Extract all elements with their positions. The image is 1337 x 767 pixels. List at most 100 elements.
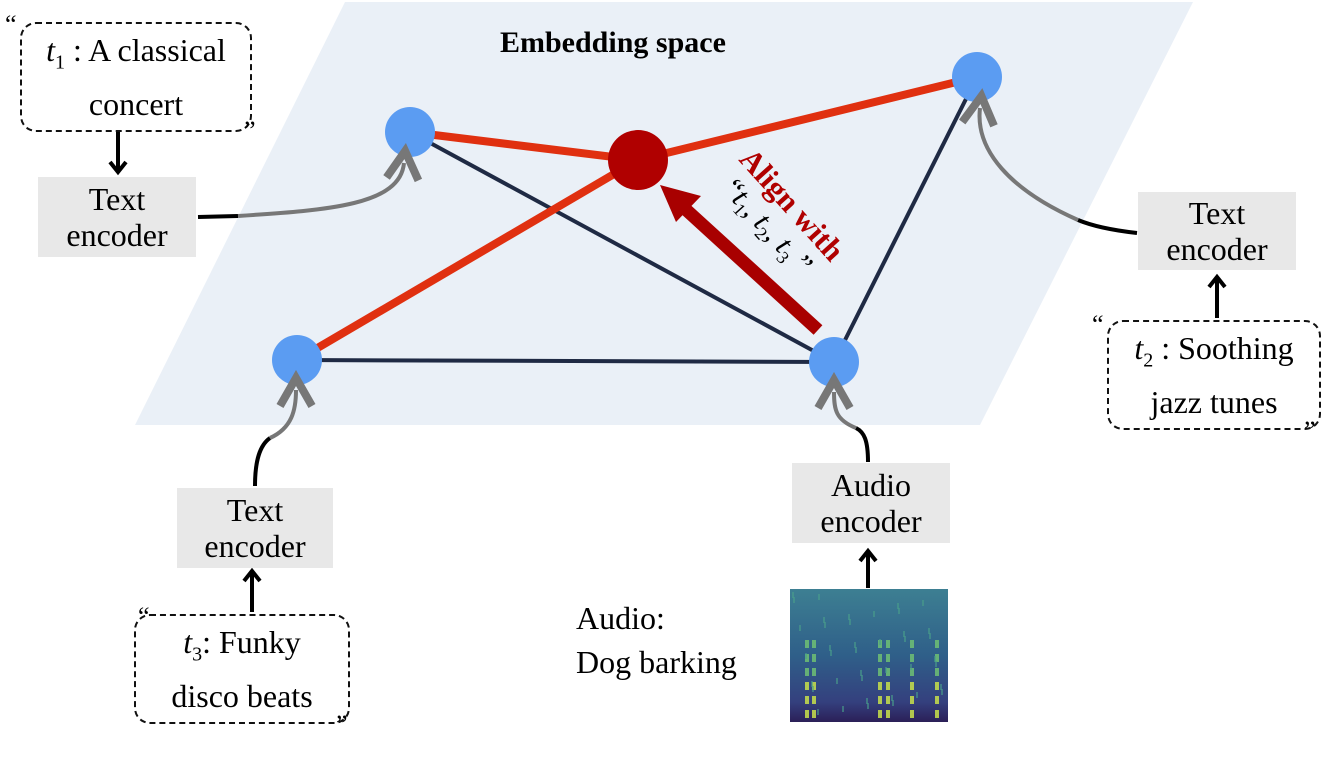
caption-t3: t3: Funky disco beats bbox=[134, 614, 350, 724]
caption-t1-open-quote: “ bbox=[5, 10, 17, 39]
spectrogram-streak bbox=[886, 682, 890, 690]
spectrogram-streak bbox=[910, 682, 914, 690]
spectrogram-streak bbox=[878, 696, 882, 704]
spectrogram-streak bbox=[886, 696, 890, 704]
spectrogram-speckle bbox=[940, 684, 942, 690]
text-encoder-1: Text encoder bbox=[38, 177, 196, 257]
spectrogram-streak bbox=[935, 682, 939, 690]
spectrogram-streak bbox=[935, 654, 939, 662]
spectrogram-speckle bbox=[922, 600, 924, 606]
spectrogram-streak bbox=[812, 696, 816, 704]
spectrogram-speckle bbox=[910, 664, 912, 670]
spectrogram-speckle bbox=[842, 706, 844, 712]
text-node-t1 bbox=[385, 107, 435, 157]
center-node bbox=[608, 130, 668, 190]
spectrogram-streak bbox=[910, 654, 914, 662]
caption-t2-open-quote: “ bbox=[1092, 310, 1104, 339]
text-encoder-2: Text encoder bbox=[1138, 192, 1296, 270]
spectrogram-streak bbox=[878, 710, 882, 718]
audio-encoder-line2: encoder bbox=[820, 503, 922, 539]
audio-input-line1: Audio: bbox=[576, 600, 665, 636]
align-sublabel: “t1, t2, t3 ” bbox=[715, 173, 819, 283]
svg-text:“t1, t2, t3 ”: “t1, t2, t3 ” bbox=[715, 173, 819, 283]
caption-t2: t2 : Soothing jazz tunes bbox=[1107, 320, 1321, 430]
connector-enc3-gray bbox=[269, 390, 296, 440]
edge-center-n3 bbox=[294, 156, 641, 364]
spectrogram-speckle bbox=[793, 597, 795, 603]
spectrogram-streak bbox=[878, 682, 882, 690]
audio-input-line2: Dog barking bbox=[576, 644, 737, 680]
spectrogram-streak bbox=[910, 640, 914, 648]
spectrogram-streak bbox=[805, 640, 809, 648]
spectrogram-speckle bbox=[830, 650, 832, 656]
spectrogram-streak bbox=[812, 710, 816, 718]
caption-t2-line1: t2 : Soothing bbox=[1134, 329, 1294, 372]
spectrogram-speckle bbox=[892, 700, 894, 706]
caption-t1-line1: t1 : A classical bbox=[46, 31, 226, 74]
spectrogram-speckle bbox=[897, 603, 899, 609]
caption-t1: t1 : A classical concert bbox=[20, 22, 252, 132]
spectrogram-streak bbox=[886, 654, 890, 662]
edge-n1-center bbox=[409, 128, 639, 164]
caption-t2-line2: jazz tunes bbox=[1150, 384, 1278, 421]
spectrogram-speckle bbox=[891, 695, 893, 701]
caption-t2-close-quote: ” bbox=[1304, 416, 1316, 445]
caption-t3-line1: t3: Funky bbox=[183, 623, 301, 666]
spectrogram-speckle bbox=[867, 703, 869, 709]
spectrogram-streak bbox=[935, 668, 939, 676]
spectrogram-speckle bbox=[799, 625, 801, 631]
text-encoder-3: Text encoder bbox=[177, 488, 333, 568]
caption-t3-close-quote: ” bbox=[336, 710, 348, 739]
audio-input-label: Audio: Dog barking bbox=[576, 596, 737, 684]
spectrogram-streak bbox=[812, 654, 816, 662]
edge-audio-n2 bbox=[832, 76, 979, 363]
audio-encoder-line1: Audio bbox=[831, 467, 911, 503]
spectrogram-speckle bbox=[916, 692, 918, 698]
edge-n3-audio bbox=[296, 358, 835, 364]
spectrogram-speckle bbox=[935, 661, 937, 667]
spectrogram-speckle bbox=[829, 645, 831, 651]
spectrogram-speckle bbox=[812, 686, 814, 692]
spectrogram-speckle bbox=[898, 608, 900, 614]
spectrogram-speckle bbox=[836, 678, 838, 684]
text-node-t3 bbox=[272, 335, 322, 385]
spectrogram-streak bbox=[886, 668, 890, 676]
spectrogram-streak bbox=[805, 710, 809, 718]
spectrogram-streak bbox=[886, 640, 890, 648]
spectrogram-speckle bbox=[873, 611, 875, 617]
arrowhead-audio bbox=[858, 547, 878, 563]
spectrogram-speckle bbox=[854, 642, 856, 648]
align-arrow-shaft bbox=[677, 201, 823, 335]
spectrogram-speckle bbox=[848, 614, 850, 620]
edge-n1-audio bbox=[409, 130, 835, 364]
spectrogram-image bbox=[790, 589, 948, 722]
text-encoder-2-line1: Text bbox=[1188, 195, 1246, 231]
spectrogram-speckle bbox=[934, 656, 936, 662]
embedding-space-title: Embedding space bbox=[500, 26, 726, 59]
spectrogram-speckle bbox=[941, 689, 943, 695]
spectrogram-speckle bbox=[818, 594, 820, 600]
spectrogram-speckle bbox=[903, 631, 905, 637]
spectrogram-speckle bbox=[904, 636, 906, 642]
spectrogram-speckle bbox=[860, 670, 862, 676]
spectrogram-streak bbox=[910, 696, 914, 704]
spectrogram-streak bbox=[812, 668, 816, 676]
spectrogram-streak bbox=[910, 710, 914, 718]
spectrogram-speckle bbox=[805, 653, 807, 659]
spectrogram-speckle bbox=[824, 622, 826, 628]
spectrogram-streak bbox=[805, 696, 809, 704]
text-encoder-1-line2: encoder bbox=[66, 217, 168, 253]
caption-t3-line2: disco beats bbox=[171, 678, 313, 715]
connector-audio-enc-gray bbox=[834, 392, 857, 430]
text-encoder-3-line2: encoder bbox=[204, 528, 306, 564]
spectrogram-speckle bbox=[861, 675, 863, 681]
spectrogram-streak bbox=[935, 696, 939, 704]
arrowhead-caption2 bbox=[1207, 273, 1227, 289]
text-encoder-3-line1: Text bbox=[226, 492, 284, 528]
spectrogram-speckle bbox=[928, 628, 930, 634]
connector-enc3 bbox=[253, 436, 272, 487]
spectrogram-speckle bbox=[811, 681, 813, 687]
spectrogram-streak bbox=[910, 668, 914, 676]
spectrogram-speckle bbox=[929, 633, 931, 639]
